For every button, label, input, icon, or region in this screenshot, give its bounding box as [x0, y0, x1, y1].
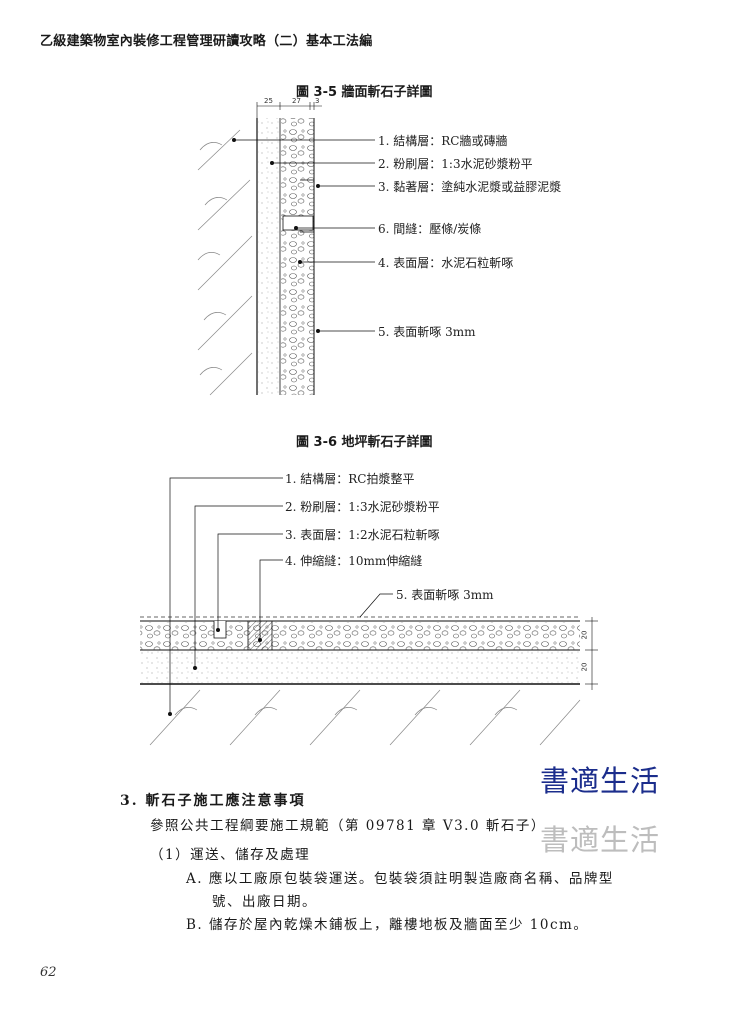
wall-section: [197, 102, 375, 396]
floor-label-chiseling: 5. 表面斬啄 3mm: [396, 588, 494, 602]
item-a-line1: A. 應以工廠原包裝袋運送。包裝袋須註明製造廠商名稱、品牌型: [186, 871, 614, 887]
wall-label-joint: 6. 間縫：壓條/炭條: [378, 222, 482, 236]
dim-label: 20: [580, 630, 589, 640]
dim-label: 20: [580, 662, 589, 672]
figure-3-5-title: 圖 3-5 牆面斬石子詳圖: [296, 85, 433, 100]
floor-label-surface: 3. 表面層：1:2水泥石粒斬啄: [285, 528, 440, 542]
floor-label-structure: 1. 結構層：RC拍漿整平: [285, 472, 415, 486]
dim-label: 3: [315, 97, 320, 105]
item-a-line2: 號、出廠日期。: [212, 894, 317, 910]
wall-label-adhesive: 3. 黏著層：塗純水泥漿或益膠泥漿: [378, 180, 562, 194]
running-header: 乙級建築物室內裝修工程管理研讀攻略（二）基本工法編: [40, 34, 373, 49]
dim-label: 27: [292, 97, 301, 105]
figure-3-6-title: 圖 3-6 地坪斬石子詳圖: [296, 435, 433, 450]
subsection-heading: （1）運送、儲存及處理: [150, 847, 311, 863]
item-b: B. 儲存於屋內乾燥木鋪板上，離樓地板及牆面至少 10cm。: [186, 917, 589, 933]
page-number: 62: [40, 965, 57, 980]
watermark-logo-faded: 書適生活: [540, 823, 661, 857]
floor-label-plaster: 2. 粉刷層：1:3水泥砂漿粉平: [285, 500, 440, 514]
wall-label-structure: 1. 結構層：RC牆或磚牆: [378, 134, 508, 148]
floor-label-expansion-joint: 4. 伸縮縫：10mm伸縮縫: [285, 554, 423, 568]
dim-label: 25: [264, 97, 273, 105]
floor-section: [140, 477, 598, 746]
reference-line: 參照公共工程綱要施工規範（第 09781 章 V3.0 斬石子）: [150, 818, 546, 834]
wall-label-plaster: 2. 粉刷層：1:3水泥砂漿粉平: [378, 157, 533, 171]
wall-label-chiseling: 5. 表面斬啄 3mm: [378, 325, 476, 339]
section-heading: 3. 斬石子施工應注意事項: [120, 793, 306, 809]
watermark-logo: 書適生活: [540, 764, 661, 798]
wall-label-surface: 4. 表面層：水泥石粒斬啄: [378, 256, 514, 270]
